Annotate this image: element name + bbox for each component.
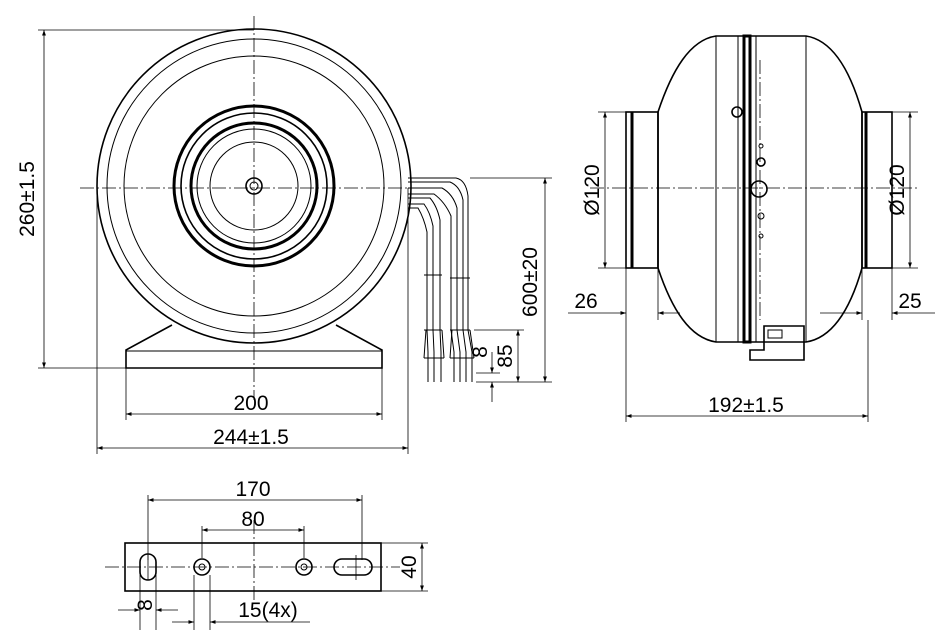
bracket-slot-left bbox=[139, 553, 157, 581]
bracket-hole-left bbox=[193, 558, 211, 576]
dim-strip-short: 8 bbox=[469, 346, 492, 358]
dim-bracket-hole-offset: 8 bbox=[134, 599, 157, 611]
dim-inlet-right: Ø120 bbox=[886, 164, 909, 215]
dim-bracket-height: 40 bbox=[398, 555, 421, 578]
shaft-outer-circle bbox=[245, 177, 263, 195]
side-hole-1 bbox=[758, 143, 764, 149]
side-hole-2 bbox=[756, 157, 766, 167]
side-mount-bracket bbox=[749, 325, 805, 361]
housing-inner-circle bbox=[106, 38, 402, 334]
side-housing-band bbox=[742, 34, 752, 344]
dim-bracket-inner: 80 bbox=[241, 508, 264, 531]
power-cables bbox=[408, 177, 475, 382]
bracket-plate bbox=[124, 542, 382, 592]
motor-circle bbox=[196, 128, 312, 244]
housing-ring-circle bbox=[123, 55, 385, 317]
dim-collar-left: 26 bbox=[574, 290, 597, 313]
dim-total-width: 244±1.5 bbox=[213, 426, 289, 449]
bracket-view: 170 80 40 8 15(4x) bbox=[105, 478, 428, 630]
side-screw bbox=[731, 106, 743, 118]
dim-side-length: 192±1.5 bbox=[708, 394, 784, 417]
side-view: Ø120 Ø120 26 25 192±1.5 bbox=[568, 34, 935, 422]
shaft-inner-circle bbox=[249, 181, 259, 191]
dim-cable-length: 600±20 bbox=[519, 247, 542, 317]
front-base-foot bbox=[125, 324, 383, 369]
inlet-inner-circle bbox=[189, 121, 319, 251]
side-hole-4 bbox=[758, 233, 764, 239]
inlet-outer-circle bbox=[172, 104, 336, 268]
dim-inlet-left: Ø120 bbox=[581, 164, 604, 215]
dim-bracket-outer: 170 bbox=[235, 478, 270, 501]
inlet-ring-circle bbox=[180, 112, 328, 260]
bracket-slot-right bbox=[333, 558, 373, 576]
front-view: 260±1.5 200 244±1.5 600±20 85 8 bbox=[16, 16, 552, 454]
dim-base-width: 200 bbox=[233, 392, 268, 415]
dim-strip-long: 85 bbox=[494, 344, 517, 367]
side-grommet bbox=[750, 180, 768, 198]
dim-collar-right: 25 bbox=[898, 290, 921, 313]
dim-bracket-holes: 15(4x) bbox=[238, 599, 298, 622]
housing-outer-circle bbox=[96, 28, 412, 344]
dim-height-main: 260±1.5 bbox=[16, 161, 39, 237]
bracket-hole-right bbox=[295, 558, 313, 576]
motor-hub-circle bbox=[209, 141, 299, 231]
side-hole-3 bbox=[757, 212, 765, 220]
